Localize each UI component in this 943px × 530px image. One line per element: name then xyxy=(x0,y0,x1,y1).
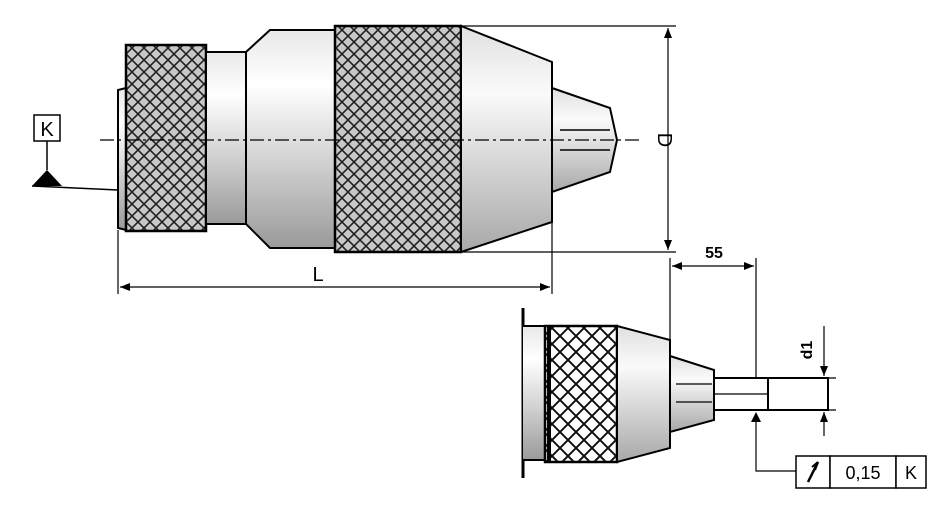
main-chuck xyxy=(100,24,640,254)
chuck-neck xyxy=(205,51,247,225)
diameter-label: D xyxy=(653,133,675,147)
dimension-offset: 55 xyxy=(669,245,757,378)
length-label: L xyxy=(312,264,323,286)
side-chuck xyxy=(521,308,829,478)
side-jaws xyxy=(669,354,715,434)
dimension-length: L xyxy=(117,222,553,294)
side-knurled-sleeve xyxy=(543,324,619,464)
nose-cone xyxy=(460,24,553,254)
tolerance-frame: 0,15 K xyxy=(751,412,927,489)
tolerance-datum: K xyxy=(905,463,917,483)
datum-label: K xyxy=(40,119,54,141)
offset-label: 55 xyxy=(705,245,723,262)
side-nose-cone xyxy=(616,324,671,464)
main-knurled-sleeve xyxy=(333,24,463,254)
datum-marker: K xyxy=(31,114,119,191)
dimension-diameter: D xyxy=(461,25,676,253)
dimension-bore: d1 xyxy=(768,326,836,436)
tapered-collar xyxy=(245,29,336,249)
datum-triangle xyxy=(32,170,62,186)
bore-label: d1 xyxy=(799,341,816,360)
tolerance-value: 0,15 xyxy=(845,463,880,483)
rear-knurled-sleeve xyxy=(124,43,208,233)
